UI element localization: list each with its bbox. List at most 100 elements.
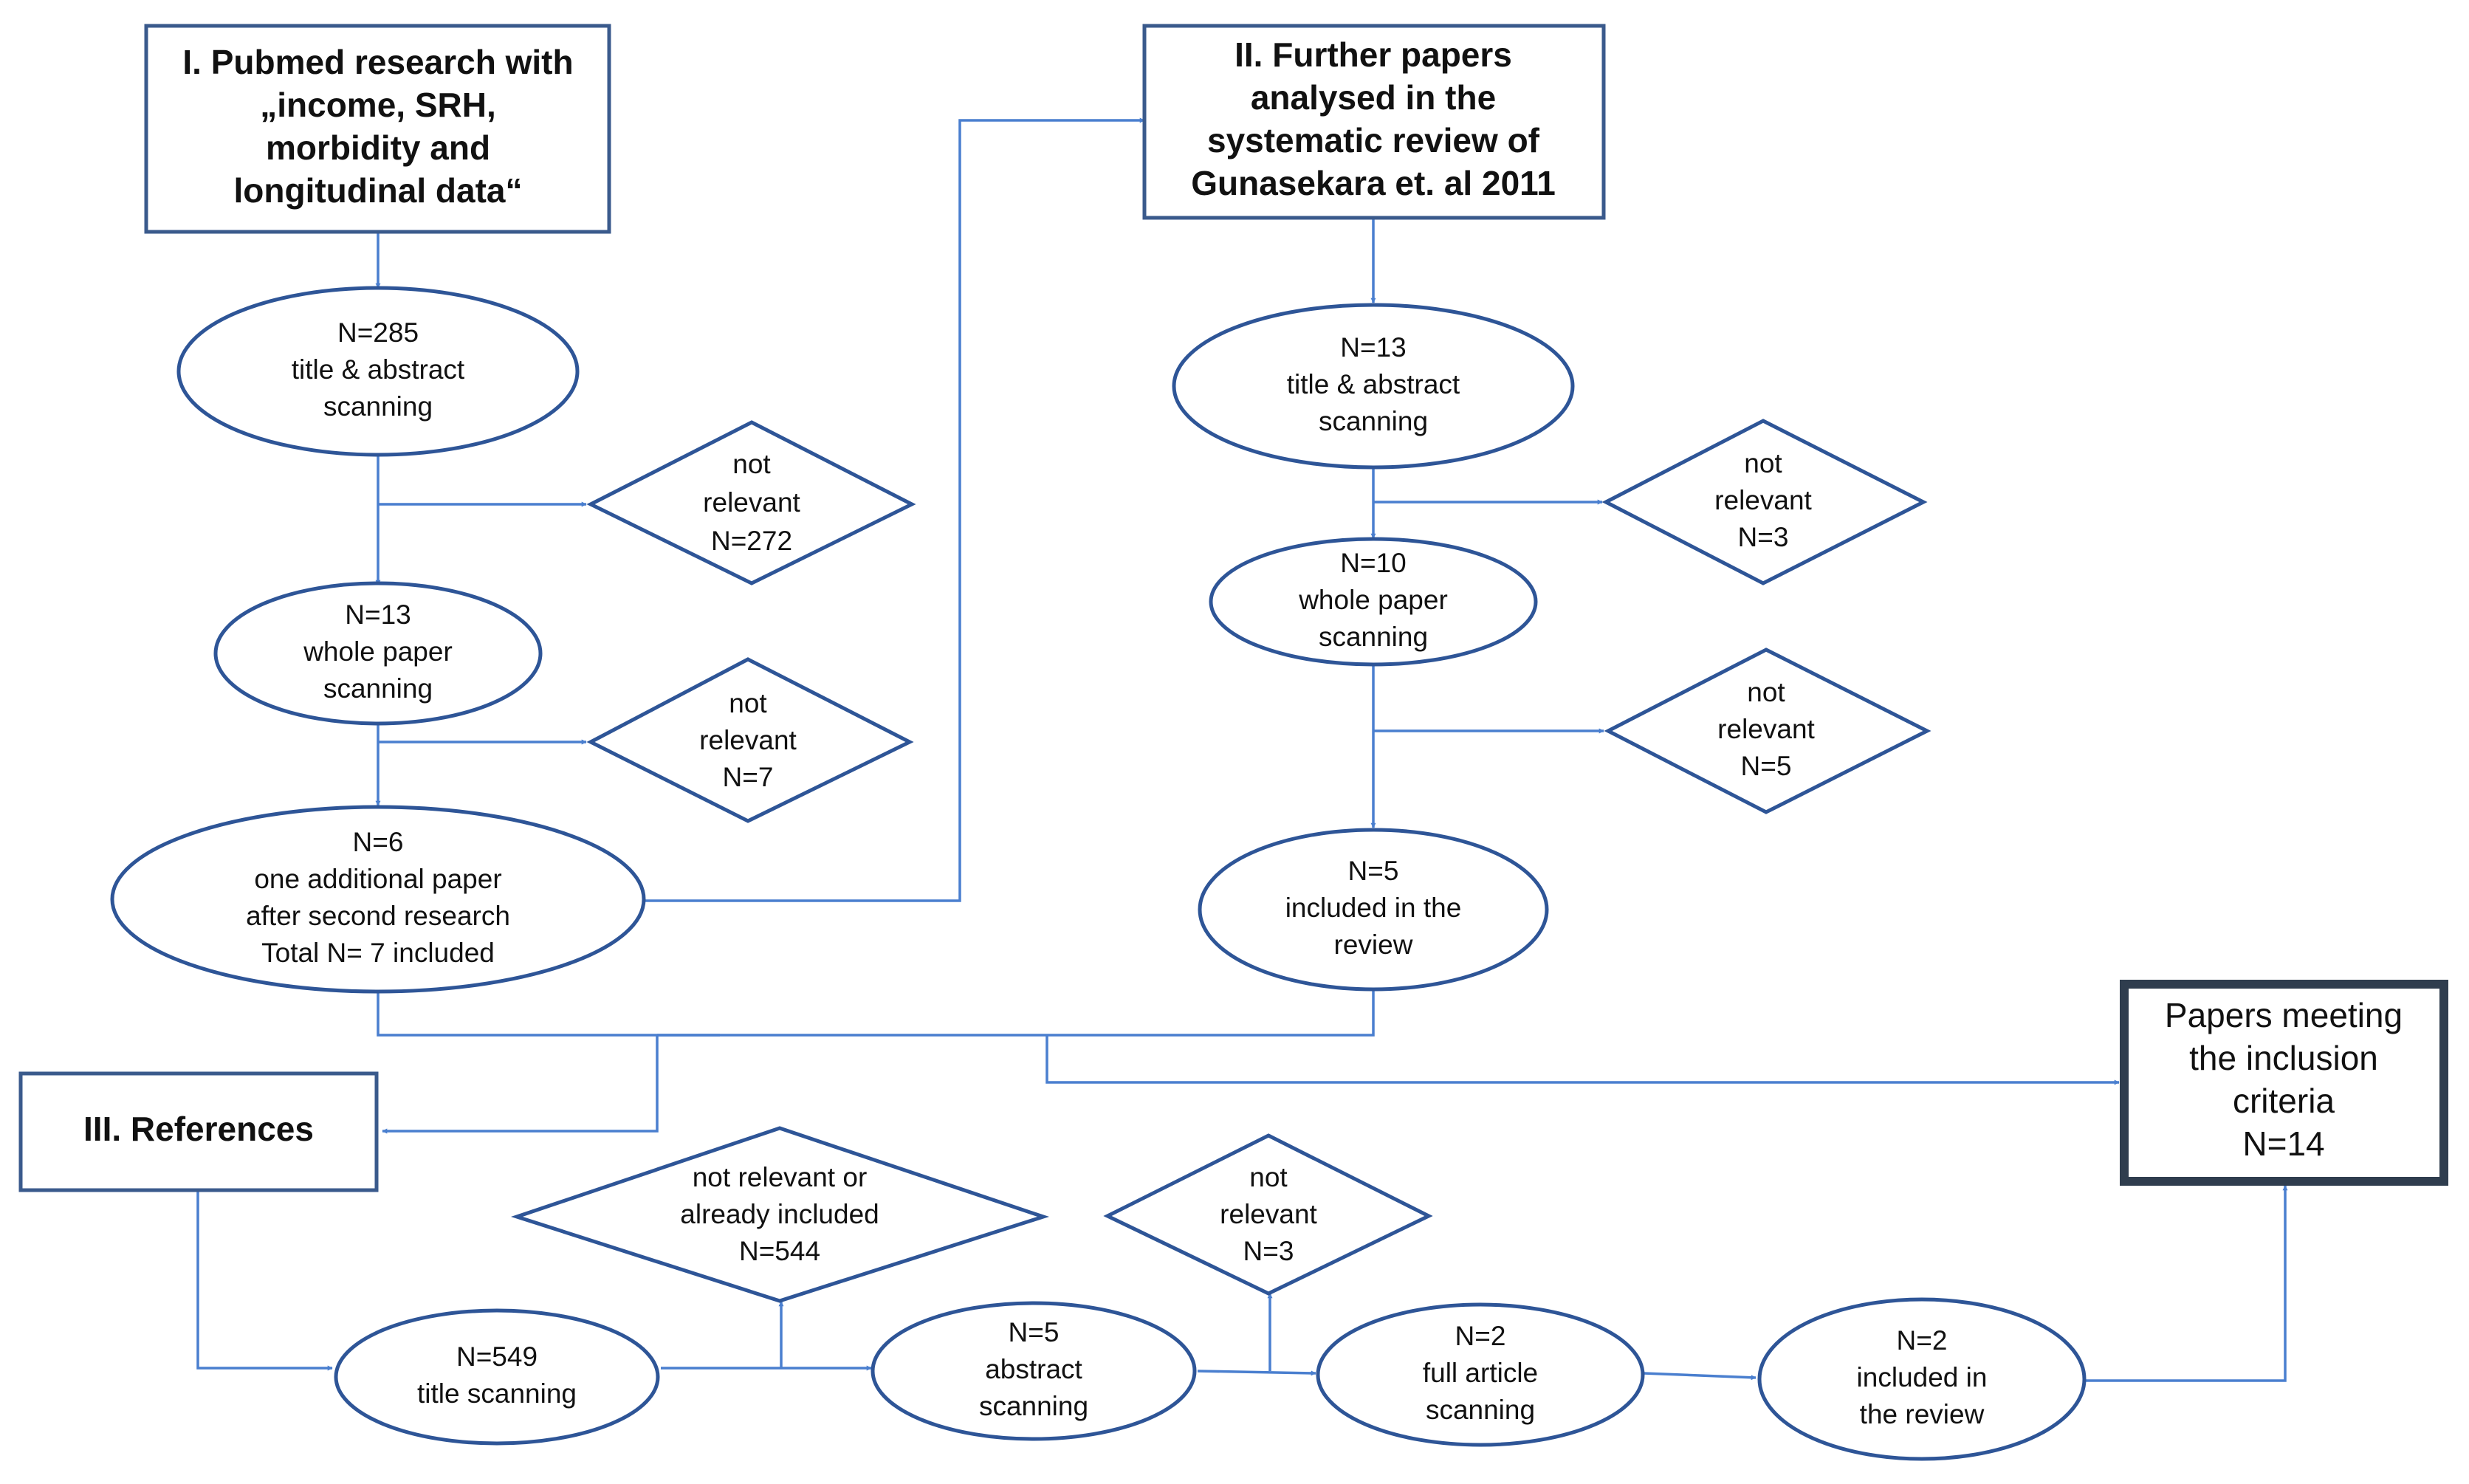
connectors xyxy=(196,117,2288,1382)
section-2-title-text-line: Gunasekara et. al 2011 xyxy=(1191,164,1556,202)
s2-excluded-2 xyxy=(1604,647,1931,814)
connector-s3-included-to-final xyxy=(2086,1185,2288,1382)
s3-abstract-screening-text: N=5 abstract scanning xyxy=(979,1317,1088,1421)
s3-full-article-screening-text-line: full article xyxy=(1423,1358,1538,1388)
s2-included xyxy=(1198,828,1549,992)
section-2-title-text-line: II. Further papers xyxy=(1234,35,1512,74)
s1-whole-paper-screening-text-line: whole paper xyxy=(303,636,453,667)
section-2-title-box xyxy=(1142,24,1606,220)
s3-included-text-line: N=2 xyxy=(1897,1325,1948,1356)
s1-included xyxy=(110,805,646,994)
s3-excluded-2 xyxy=(1103,1133,1433,1296)
s2-included-text: N=5 included in the review xyxy=(1285,856,1462,960)
final-result-box xyxy=(2120,980,2448,1186)
s3-title-screening-text-line: title scanning xyxy=(417,1378,577,1409)
s1-excluded-1-text-line: relevant xyxy=(703,487,800,518)
s3-excluded-2-text-line: N=3 xyxy=(1243,1236,1294,1266)
section-1-title-text: I. Pubmed research with„income, SRH,morb… xyxy=(182,43,573,210)
section-1-title-text-line: longitudinal data“ xyxy=(234,171,523,210)
connector-s3-abstract-to-full xyxy=(1197,1370,1316,1376)
s1-included-text-line: N=6 xyxy=(353,827,404,857)
s1-excluded-2 xyxy=(586,657,914,823)
final-result-text-line: the inclusion xyxy=(2189,1039,2378,1077)
s2-whole-paper-screening-text-line: N=10 xyxy=(1340,548,1406,578)
final-result-text-line: criteria xyxy=(2233,1082,2335,1120)
connector-s3-full-to-included xyxy=(1643,1372,1757,1381)
s3-included-text-line: the review xyxy=(1860,1399,1985,1429)
s1-included-text-line: Total N= 7 included xyxy=(261,938,495,968)
s3-excluded-1 xyxy=(510,1126,1050,1303)
s3-excluded-2-text-line: relevant xyxy=(1220,1199,1317,1229)
section-3-title-text-line: III. References xyxy=(83,1110,314,1148)
s1-excluded-1-text-line: N=272 xyxy=(711,526,792,556)
section-3-title-box xyxy=(18,1071,379,1192)
s3-included-text: N=2 included in the review xyxy=(1857,1325,1988,1429)
s2-whole-paper-screening-text-line: scanning xyxy=(1319,622,1428,652)
final-result-text-line: Papers meeting xyxy=(2165,996,2403,1034)
section-1-title-text-line: „income, SRH, xyxy=(260,86,496,124)
s1-included-text-line: one additional paper xyxy=(254,864,501,894)
s2-excluded-2-text-line: N=5 xyxy=(1741,751,1792,781)
s3-full-article-screening-text-line: scanning xyxy=(1426,1395,1535,1425)
s3-included-text-line: included in xyxy=(1857,1362,1988,1392)
connector-merge-s1 xyxy=(377,991,720,1037)
s3-abstract-screening-text-line: abstract xyxy=(985,1354,1082,1384)
s3-excluded-1-text-line: not relevant or xyxy=(693,1162,868,1192)
connector-merge-s2 xyxy=(657,989,1375,1037)
s3-excluded-1-text-line: N=544 xyxy=(739,1236,820,1266)
s1-excluded-2-text-line: not xyxy=(729,688,767,718)
s1-excluded-1-text-line: not xyxy=(732,449,771,479)
s2-title-abstract-screening-text-line: scanning xyxy=(1319,406,1428,436)
s1-excluded-2-text-line: relevant xyxy=(699,725,797,755)
final-result-text-line: N=14 xyxy=(2242,1124,2324,1163)
section-1-pubmed: I. Pubmed research with„income, SRH,morb… xyxy=(110,24,916,994)
s2-included-text-line: included in the xyxy=(1285,893,1462,923)
s2-excluded-2-text-line: relevant xyxy=(1717,714,1815,744)
connector-merge-to-section-3 xyxy=(382,1035,659,1134)
s1-excluded-1 xyxy=(586,420,916,585)
s3-excluded-2-text-line: not xyxy=(1249,1162,1288,1192)
s3-abstract-screening-text-line: N=5 xyxy=(1009,1317,1060,1347)
s1-title-abstract-screening-text-line: scanning xyxy=(323,391,433,422)
s1-included-text-line: after second research xyxy=(246,901,510,931)
s3-full-article-screening xyxy=(1316,1302,1645,1447)
s2-whole-paper-screening xyxy=(1209,537,1538,667)
s1-whole-paper-screening-text: N=13 whole paper scanning xyxy=(303,600,453,704)
s3-full-article-screening-text-line: N=2 xyxy=(1455,1321,1506,1351)
s1-whole-paper-screening xyxy=(213,581,543,726)
s2-excluded-1 xyxy=(1601,419,1928,585)
s2-included-text-line: review xyxy=(1334,930,1413,960)
s2-excluded-1-text-line: not xyxy=(1744,448,1782,478)
s3-abstract-screening xyxy=(870,1301,1197,1441)
connector-merge-to-final xyxy=(1045,1035,2120,1085)
s1-whole-paper-screening-text-line: scanning xyxy=(323,673,433,704)
s1-whole-paper-screening-text-line: N=13 xyxy=(345,600,411,630)
s2-included-text-line: N=5 xyxy=(1348,856,1399,886)
s1-title-abstract-screening-text-line: N=285 xyxy=(337,317,419,348)
s3-excluded-1-text-line: already included xyxy=(680,1199,879,1229)
s2-excluded-1-text-line: relevant xyxy=(1714,485,1812,515)
s2-title-abstract-screening-text-line: N=13 xyxy=(1340,332,1406,363)
connector-s1-to-section-2 xyxy=(645,117,1145,902)
s3-abstract-screening-text-line: scanning xyxy=(979,1391,1088,1421)
s3-full-article-screening-text: N=2 full article scanning xyxy=(1423,1321,1538,1425)
s1-title-abstract-screening xyxy=(176,286,580,457)
s2-excluded-2-text-line: not xyxy=(1747,677,1785,707)
section-3-title-text: III. References xyxy=(83,1110,314,1148)
section-1-title-text-line: I. Pubmed research with xyxy=(182,43,573,81)
s2-excluded-1-text-line: N=3 xyxy=(1738,522,1789,552)
section-2-title-text-line: systematic review of xyxy=(1207,121,1540,159)
